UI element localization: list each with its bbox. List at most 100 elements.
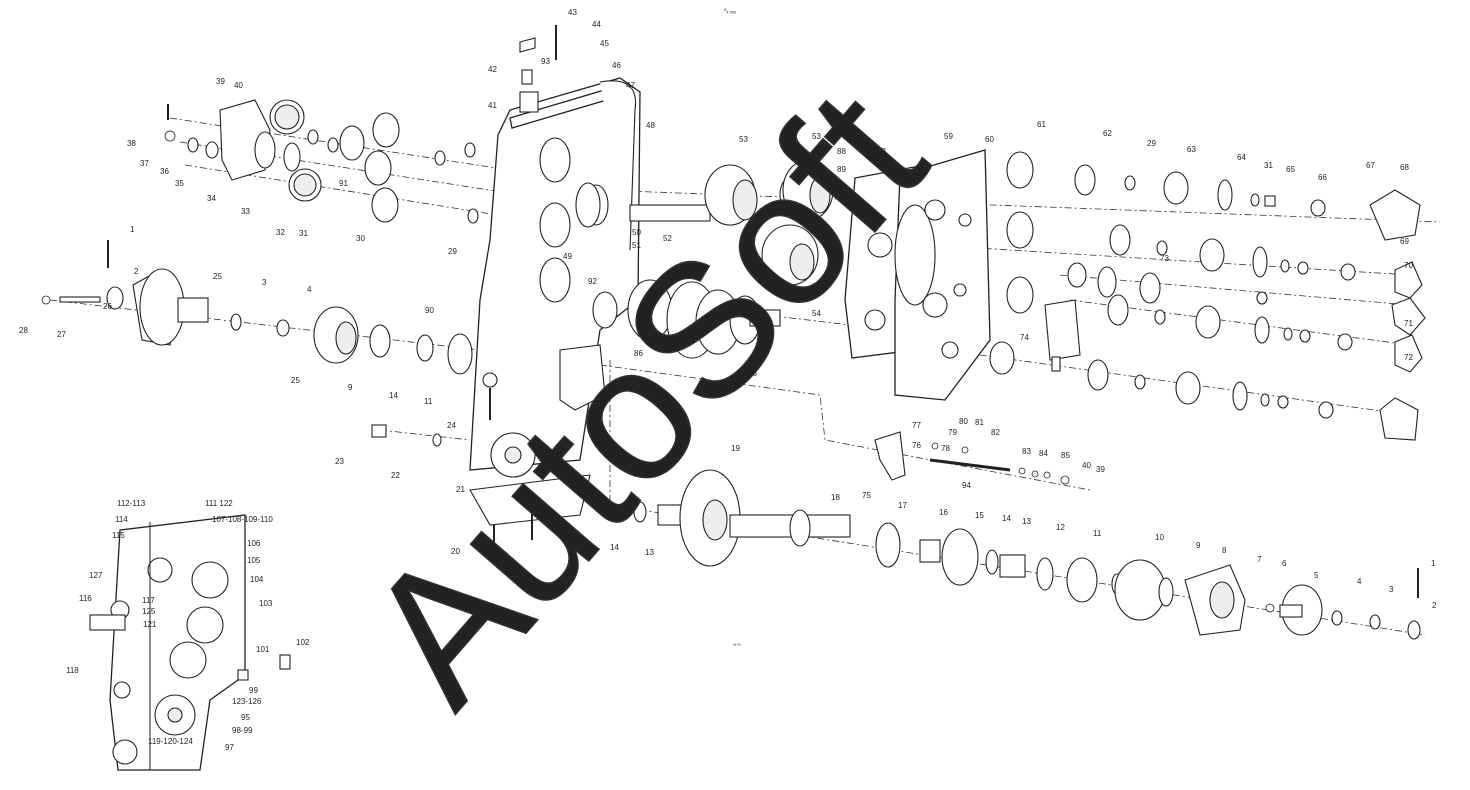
part-label-60: 60 — [985, 135, 994, 144]
part-label-43: 43 — [568, 8, 577, 17]
part-label-3b: 3 — [1389, 585, 1394, 594]
part-label-92: 92 — [588, 277, 597, 286]
part-label-106: 106 — [247, 539, 261, 548]
part-label-80: 80 — [959, 417, 968, 426]
part-label-125: 125 — [142, 607, 156, 616]
part-label-98: 98-99 — [232, 726, 253, 735]
part-label-15: 15 — [975, 511, 984, 520]
part-label-69: 69 — [1400, 237, 1409, 246]
part-label-31a: 31 — [299, 229, 308, 238]
part-label-79: 79 — [948, 428, 957, 437]
part-label-27: 27 — [57, 330, 66, 339]
part-label-11b: 11 — [1093, 529, 1102, 538]
part-label-63: 63 — [1187, 145, 1196, 154]
part-label-107: 107-108-109-110 — [212, 515, 273, 524]
part-label-42: 42 — [488, 65, 497, 74]
part-label-70: 70 — [1404, 261, 1413, 270]
part-label-13a: 13 — [645, 548, 654, 557]
part-label-11a: 11 — [424, 397, 433, 406]
part-label-85: 85 — [1061, 451, 1070, 460]
part-label-34: 34 — [207, 194, 216, 203]
part-label-83: 83 — [1022, 447, 1031, 456]
part-label-50: 50 — [632, 228, 641, 237]
part-label-121: 121 — [143, 620, 157, 629]
part-label-3a: 3 — [262, 278, 267, 287]
left-input-flange-assembly — [41, 240, 473, 447]
part-label-91: 91 — [339, 179, 348, 188]
part-label-18: 18 — [831, 493, 840, 502]
part-label-73: 73 — [1160, 254, 1169, 263]
part-label-99: 99 — [249, 686, 258, 695]
part-label-72: 72 — [1404, 353, 1413, 362]
part-label-59: 59 — [944, 132, 953, 141]
part-label-29b: 29 — [1147, 139, 1156, 148]
part-label-64: 64 — [1237, 153, 1246, 162]
part-label-33: 33 — [241, 207, 250, 216]
lower-output-shaft — [633, 469, 1421, 640]
shift-fork-assembly — [874, 431, 1070, 485]
part-label-74: 74 — [1020, 333, 1029, 342]
part-label-53b: 53 — [812, 132, 821, 141]
part-label-62: 62 — [1103, 129, 1112, 138]
part-label-67: 67 — [1366, 161, 1375, 170]
part-label-112: 112-113 — [117, 499, 146, 508]
part-label-49: 49 — [563, 252, 572, 261]
part-label-16: 16 — [939, 508, 948, 517]
part-label-97: 97 — [225, 743, 234, 752]
part-label-40b: 40 — [1082, 461, 1091, 470]
part-label-103: 103 — [259, 599, 273, 608]
part-label-44: 44 — [592, 20, 601, 29]
part-label-29a: 29 — [448, 247, 457, 256]
part-label-38: 38 — [127, 139, 136, 148]
part-label-7: 7 — [1257, 555, 1262, 564]
part-label-45: 45 — [600, 39, 609, 48]
part-label-71: 71 — [1404, 319, 1413, 328]
part-label-68: 68 — [1400, 163, 1409, 172]
part-label-14c: 14 — [1002, 514, 1011, 523]
part-label-89: 89 — [837, 165, 846, 174]
part-label-35: 35 — [175, 179, 184, 188]
part-label-88: 88 — [837, 147, 846, 156]
part-label-111: 111 122 — [205, 499, 233, 508]
part-label-8: 8 — [1222, 546, 1227, 555]
watermark: AutoSoft — [325, 52, 965, 743]
part-label-58: 58 — [877, 147, 886, 156]
part-label-9a: 9 — [348, 383, 353, 392]
assembled-inset-view — [89, 514, 291, 771]
part-label-54: 54 — [812, 309, 821, 318]
part-label-17: 17 — [898, 501, 907, 510]
part-label-56: 56 — [748, 369, 757, 378]
part-label-123: 123-126 — [232, 697, 262, 706]
part-label-94: 94 — [962, 481, 971, 490]
part-label-47: 47 — [626, 81, 635, 90]
part-label-104: 104 — [250, 575, 264, 584]
part-label-118: 118 — [66, 666, 79, 675]
part-label-40a: 40 — [234, 81, 243, 90]
part-label-20: 20 — [451, 547, 460, 556]
part-label-65: 65 — [1286, 165, 1295, 174]
gear-cluster — [575, 159, 834, 359]
part-label-28: 28 — [19, 326, 28, 335]
part-label-14b: 14 — [610, 543, 619, 552]
part-label-78: 78 — [941, 444, 950, 453]
part-label-46: 46 — [612, 61, 621, 70]
part-label-9b: 9 — [1196, 541, 1201, 550]
part-label-2a: 2 — [134, 267, 139, 276]
intermediate-plate — [844, 149, 991, 401]
footer-mark: ₓₓ.ₓₓ — [733, 641, 741, 647]
part-label-36: 36 — [160, 167, 169, 176]
part-label-4a: 4 — [307, 285, 312, 294]
part-label-1a: 1 — [130, 225, 135, 234]
part-label-30: 30 — [356, 234, 365, 243]
part-number-labels: 1234911142122232425252627282930313233343… — [19, 8, 1437, 752]
part-label-116: 116 — [79, 594, 92, 603]
right-shaft-parts — [989, 151, 1426, 441]
part-label-10: 10 — [1155, 533, 1164, 542]
part-label-12: 12 — [1056, 523, 1065, 532]
part-label-76: 76 — [912, 441, 921, 450]
part-label-115: 115 — [112, 531, 125, 540]
part-label-102: 102 — [296, 638, 310, 647]
part-label-48: 48 — [646, 121, 655, 130]
part-label-114: 114 — [115, 515, 128, 524]
